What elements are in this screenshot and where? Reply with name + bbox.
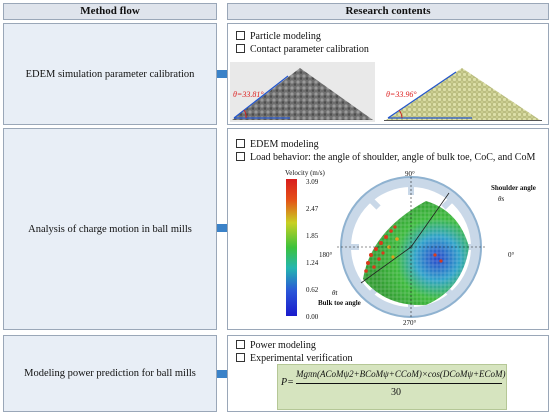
checkbox-icon — [236, 31, 245, 40]
colorbar-tick: 1.85 — [306, 232, 319, 240]
simulated-pile-image: θ=33.96° — [382, 62, 544, 122]
research-box-calibration: Particle modeling Contact parameter cali… — [227, 23, 549, 125]
checkbox-item[interactable]: EDEM modeling — [236, 138, 319, 151]
formula-numerator: Mgπn(ACoMψ2+BCoMψ+CCoM)×cos(DCoMψ+ECoM) — [296, 369, 506, 379]
method-flow-header: Method flow — [3, 3, 217, 20]
formula-lhs: P= — [281, 377, 294, 388]
bulk-toe-angle-label: Bulk toe angle — [318, 299, 361, 307]
shoulder-theta-label: θs — [498, 195, 505, 203]
colorbar-tick: 3.09 — [306, 178, 319, 186]
shoulder-angle-label: Shoulder angle — [491, 184, 536, 192]
checkbox-icon — [236, 139, 245, 148]
mill-label-270: 270° — [403, 319, 417, 327]
formula-denominator: 30 — [391, 387, 401, 398]
colorbar-tick: 0.62 — [306, 286, 319, 294]
method-label-calibration: EDEM simulation parameter calibration — [25, 68, 195, 80]
angle-label: θ=33.96° — [386, 90, 417, 99]
power-formula: P= Mgπn(ACoMψ2+BCoMψ+CCoM)×cos(DCoMψ+ECo… — [277, 364, 507, 410]
ball-mill-cross-section — [337, 176, 485, 318]
mill-label-90: 90° — [405, 170, 415, 178]
colorbar-tick: 0.00 — [306, 313, 319, 321]
checkbox-icon — [236, 340, 245, 349]
research-box-charge-motion: EDEM modeling Load behavior: the angle o… — [227, 128, 549, 330]
checkbox-item[interactable]: Power modeling — [236, 339, 316, 352]
colorbar-tick: 2.47 — [306, 205, 319, 213]
research-box-power: Power modeling Experimental verification… — [227, 335, 549, 412]
checkbox-item[interactable]: Load behavior: the angle of shoulder, an… — [236, 151, 535, 164]
checkbox-icon — [236, 152, 245, 161]
colorbar-tick: 1.24 — [306, 259, 319, 267]
angle-label: θ=33.81° — [233, 90, 264, 99]
mill-label-0: 0° — [508, 251, 515, 259]
checkbox-item[interactable]: Contact parameter calibration — [236, 43, 369, 56]
method-box-calibration: EDEM simulation parameter calibration — [3, 23, 217, 125]
bulk-toe-theta-label: θt — [332, 289, 338, 297]
checkbox-item[interactable]: Experimental verification — [236, 352, 352, 365]
checkbox-icon — [236, 353, 245, 362]
method-label-power: Modeling power prediction for ball mills — [24, 368, 196, 379]
colorbar-title: Velocity (m/s) — [285, 169, 325, 177]
research-contents-header: Research contents — [227, 3, 549, 20]
checkbox-icon — [236, 44, 245, 53]
method-box-power: Modeling power prediction for ball mills — [3, 335, 217, 412]
mill-label-180: 180° — [319, 251, 333, 259]
checkbox-item[interactable]: Particle modeling — [236, 30, 321, 43]
gravel-pile-photo: θ=33.81° — [230, 62, 375, 122]
method-box-charge-motion: Analysis of charge motion in ball mills — [3, 128, 217, 330]
velocity-colorbar — [286, 179, 297, 316]
formula-fraction-bar — [296, 383, 502, 384]
method-label-charge-motion: Analysis of charge motion in ball mills — [28, 223, 192, 235]
